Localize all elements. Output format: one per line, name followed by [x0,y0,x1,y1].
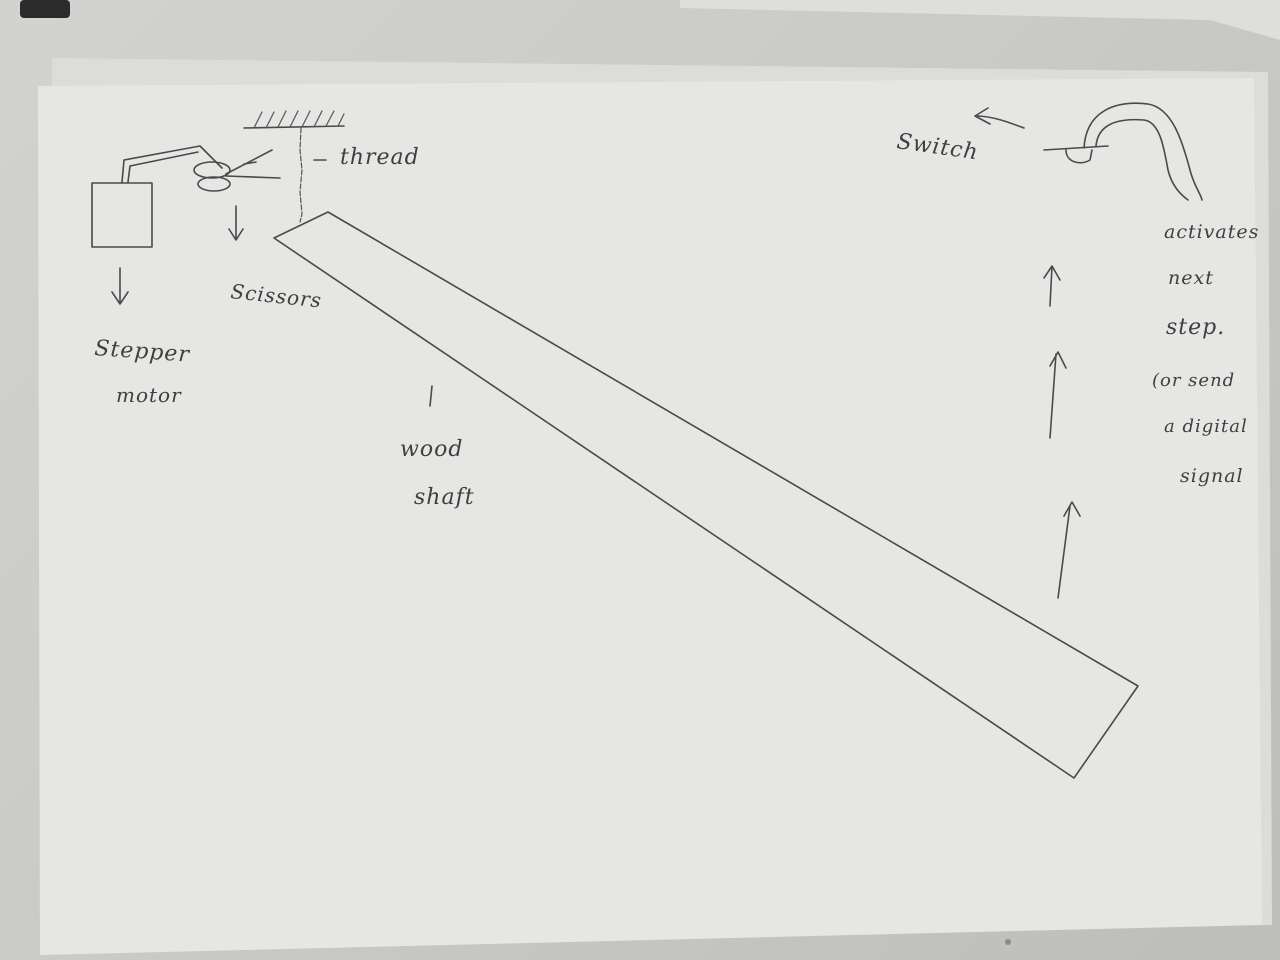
label-thread: thread [340,145,420,170]
switch-arrow-icon [974,107,1025,129]
ceiling-beam [243,125,345,129]
scissors-drawing [193,149,281,241]
label-a-digital: a digital [1164,416,1248,437]
up-arrow-icon [1049,351,1067,439]
wood-shaft-drawing [273,211,1139,779]
up-arrow-icon [1043,265,1061,307]
switch-lever-icon [1083,102,1203,201]
paper-stack [20,0,1280,955]
thread-line [299,127,303,223]
up-arrow-icon [1057,501,1081,599]
scissors-handle-lower [197,176,231,192]
dark-object-corner [20,0,70,18]
upward-arrows [1043,265,1081,599]
label-shaft: shaft [414,485,475,510]
switch-base [1043,145,1109,164]
label-activates: activates [1164,221,1259,243]
scissors-blades [225,149,281,179]
paper-sheet-top-right [680,0,1280,40]
motor-arm [121,145,223,183]
ceiling-hatching [253,110,345,129]
label-wood: wood [400,437,463,462]
label-signal: signal [1180,465,1244,487]
scissors-handle-upper [193,161,231,179]
wood-shaft-leader [429,385,433,407]
scissors-arrow-icon [228,205,244,241]
switch-drawing [974,102,1203,201]
label-motor: motor [116,383,182,407]
stepper-motor-drawing [91,145,223,305]
stepper-motor-box [91,182,153,248]
stepper-arrow-icon [111,267,129,305]
ceiling-mount [243,110,345,223]
label-next: next [1168,267,1214,289]
paper-sheet-main [38,78,1262,955]
wood-shaft [273,211,1139,779]
label-or-send: (or send [1152,370,1235,391]
label-step: step. [1166,315,1225,340]
paper-speck [1005,939,1011,945]
